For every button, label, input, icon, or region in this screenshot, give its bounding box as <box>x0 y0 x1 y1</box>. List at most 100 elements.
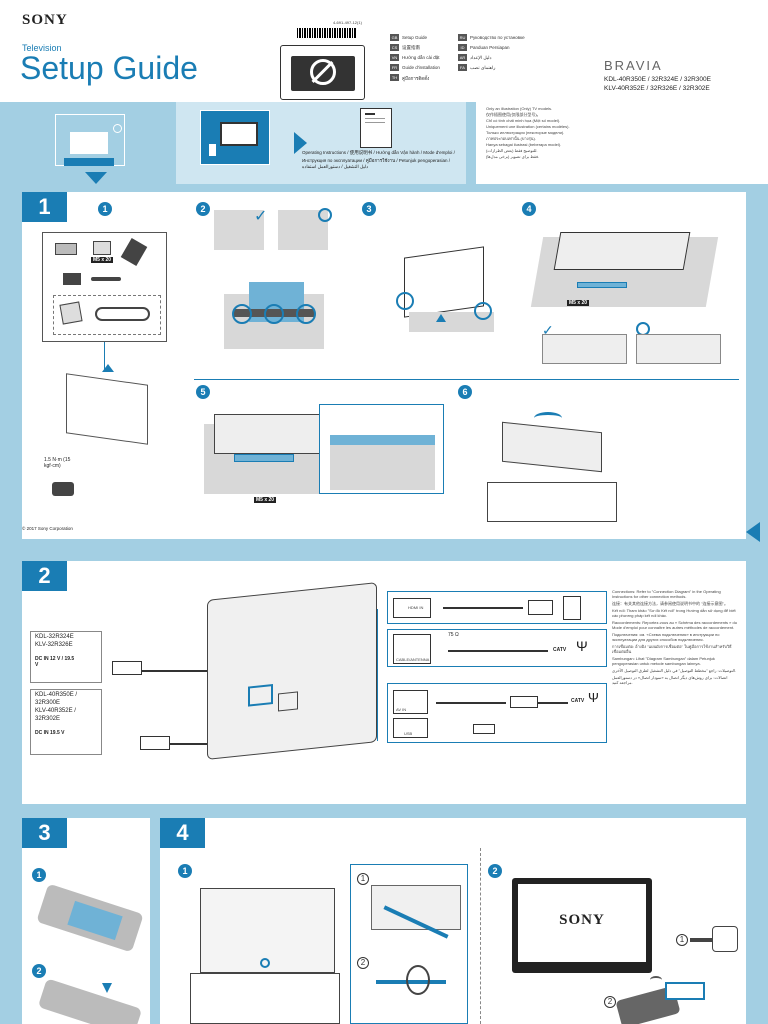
category-label: Television <box>22 43 62 53</box>
av-usb-connection: AV IN USB CATV Ψ <box>387 683 607 743</box>
intro-left-box <box>0 102 170 184</box>
arrow-down-icon <box>85 172 107 184</box>
sony-logo: SONY <box>22 12 68 28</box>
page-title: Setup Guide <box>20 50 198 86</box>
tv-front-illustration: SONY <box>512 878 652 973</box>
step1-sub2: 2 <box>196 202 210 216</box>
catv-label: CATV <box>553 647 567 653</box>
step4-number: 4 <box>160 818 205 848</box>
set-top-box-icon <box>510 696 538 708</box>
stand-part-icon <box>55 243 77 255</box>
fold-mark <box>746 522 760 542</box>
connection-bracket <box>377 609 378 741</box>
screw-label: M5 x 20 <box>567 300 590 306</box>
operating-instructions-text-2: Инструкция по эксплуатации / คู่มือการใช… <box>302 158 450 163</box>
manual-small-icon <box>59 301 83 325</box>
step4-divider <box>480 848 481 1024</box>
tv-back-illustration <box>207 582 377 760</box>
stand-attach-illustration: M5 x 20 <box>530 212 719 312</box>
step3-panel: 3 1 2 <box>22 818 150 1024</box>
part-label-1: M5 x 20 <box>91 257 114 263</box>
manual-icon <box>360 108 392 148</box>
speaker-icon <box>563 596 581 620</box>
arrow-up-icon <box>102 364 114 372</box>
prohibited-icon <box>318 208 332 222</box>
step1-panel: 1 1 2 3 4 5 6 M5 x 20 1.5 N·m (15 kgf·cm… <box>22 192 746 539</box>
ac-adapter-32 <box>112 661 142 675</box>
accessories-connector <box>104 342 105 370</box>
antenna-port: CABLE/ANTENNA <box>393 634 431 664</box>
step2-ok-illustration <box>214 210 264 250</box>
prohibited-icon <box>310 59 336 85</box>
step1-sub6: 6 <box>458 385 472 399</box>
screw-icon <box>93 241 111 255</box>
step1-sub4: 4 <box>522 202 536 216</box>
power-button-highlight <box>665 982 705 1000</box>
detail-sub2: 2 <box>357 957 369 969</box>
av-cable-icon <box>95 307 150 321</box>
barcode <box>297 28 357 38</box>
cable-clip-detail-box: 1 2 <box>350 864 468 1024</box>
no-touch-screen-illustration <box>280 45 365 100</box>
step3-sub1: 1 <box>32 868 46 882</box>
check-icon: ✓ <box>254 208 268 225</box>
dc-in-label: DC IN 19.5 V <box>35 730 65 736</box>
unpacking-illustration <box>204 264 344 359</box>
step1-divider <box>194 379 739 380</box>
screw-stand-illustration: M5 x 20 <box>204 404 444 514</box>
step4-panel: 4 1 2 1 2 SONY 1 2 <box>160 818 746 1024</box>
antenna-icon: Ψ <box>576 638 588 654</box>
step1-number: 1 <box>22 192 67 222</box>
step4-sub2: 2 <box>488 864 502 878</box>
arrow-right-icon <box>294 132 307 154</box>
remote-icon <box>120 237 148 267</box>
power-sub2: 2 <box>604 996 616 1008</box>
stand-ng-illustration <box>636 334 721 364</box>
step2-panel: 2 KDL-32R324E KLV-32R326E DC IN 12 V / 1… <box>22 561 746 804</box>
rotate-arrow-icon <box>534 412 562 424</box>
model-box-32: KDL-32R324E KLV-32R326E DC IN 12 V / 19.… <box>30 631 102 683</box>
bravia-logo: BRAVIA <box>604 58 663 73</box>
step3-sub2: 2 <box>32 964 46 978</box>
carton-box <box>66 373 148 445</box>
power-plug-icon <box>690 938 712 942</box>
tv-screen-logo: SONY <box>559 912 605 928</box>
screwdriver-icon <box>52 482 74 496</box>
step1-sub1: 1 <box>98 202 112 216</box>
arrow-up-icon <box>436 314 446 322</box>
dc-in-label: DC IN 12 V / 19.5 V <box>35 656 75 668</box>
ac-adapter-40 <box>140 736 170 750</box>
power-cord-icon <box>91 277 121 281</box>
copyright: © 2017 Sony Corporation <box>22 526 73 531</box>
cable-40 <box>170 743 226 745</box>
ir-signal-icon <box>650 976 662 984</box>
step1-sub5: 5 <box>196 385 210 399</box>
connections-notes: Connections: Refer to "Connection Diagra… <box>612 589 737 685</box>
stand-ok-illustration <box>542 334 627 364</box>
optional-accessories <box>53 295 161 335</box>
accessories-box: M5 x 20 <box>42 232 167 342</box>
ac-adapter-icon <box>63 273 81 285</box>
arrow-down-icon <box>102 983 112 993</box>
clock-icon <box>113 124 122 133</box>
catv-label-2: CATV <box>571 698 585 704</box>
cable-management-illustration <box>190 878 340 1024</box>
intro-middle-box: Operating Instructions / 使用说明书 / Hướng d… <box>176 102 466 184</box>
carry-tv-illustration <box>374 232 504 362</box>
operating-instructions-text-3: دليل التشغيل / دستورالعمل استفاده <box>302 164 369 169</box>
doc-number: 4-691-497-12(1) <box>333 20 362 25</box>
model-list-1: KDL-40R350E / 32R324E / 32R300E <box>604 76 711 83</box>
step1-sub3: 3 <box>362 202 376 216</box>
remote-open-cover-illustration <box>36 883 144 953</box>
av-port: AV IN <box>393 690 428 714</box>
model-box-40: KDL-40R350E / 32R300E KLV-40R352E / 32R3… <box>30 689 102 755</box>
step2-number: 2 <box>22 561 67 591</box>
screw-label-2: M5 x 20 <box>254 497 277 503</box>
cable-32 <box>142 670 222 672</box>
usb-drive-icon <box>473 724 495 734</box>
hdmi-connection: HDMI IN <box>387 591 607 624</box>
detail-sub1: 1 <box>357 873 369 885</box>
av-device-icon <box>528 600 553 615</box>
antenna-icon: Ψ <box>588 690 599 705</box>
hdmi-port: HDMI IN <box>393 598 431 618</box>
